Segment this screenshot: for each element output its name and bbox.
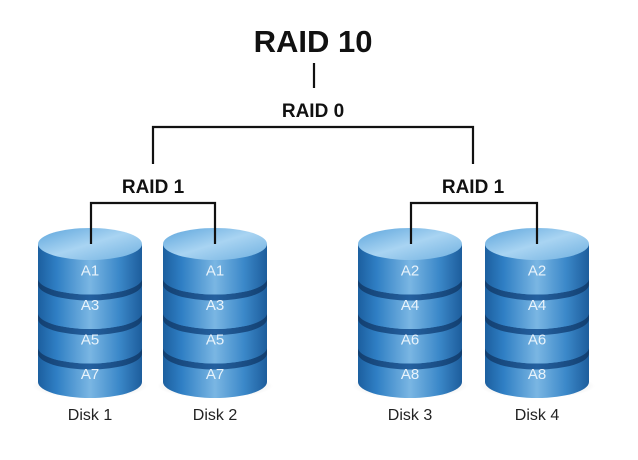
disk-groove xyxy=(38,347,142,370)
disk-name-label: Disk 4 xyxy=(515,407,560,424)
block-label: A1 xyxy=(81,262,99,279)
disk-name-label: Disk 1 xyxy=(68,407,113,424)
block-label: A8 xyxy=(401,366,419,383)
block-label: A3 xyxy=(206,297,224,314)
raid1-bracket-left xyxy=(89,201,217,244)
block-label: A4 xyxy=(401,297,419,314)
block-label: A6 xyxy=(528,331,546,348)
raid0-label: RAID 0 xyxy=(282,101,344,122)
raid1-bracket-right xyxy=(409,201,539,244)
disk-groove xyxy=(38,278,142,301)
block-label: A4 xyxy=(528,297,546,314)
disk-groove xyxy=(163,278,267,301)
disk-groove xyxy=(485,313,589,335)
raid1-label-left: RAID 1 xyxy=(122,177,185,198)
disk-groove xyxy=(163,313,267,335)
block-label: A3 xyxy=(81,297,99,314)
disk-groove xyxy=(358,313,462,335)
block-label: A2 xyxy=(528,262,546,279)
raid0-bracket xyxy=(151,125,475,164)
disk-groove xyxy=(358,278,463,301)
disk-groove xyxy=(485,278,589,301)
block-label: A2 xyxy=(401,262,419,279)
disk-name-label: Disk 3 xyxy=(388,407,433,424)
block-label: A7 xyxy=(81,366,99,383)
disk-groove xyxy=(358,347,463,370)
block-label: A8 xyxy=(528,366,546,383)
connector-lines xyxy=(151,63,475,164)
block-label: A1 xyxy=(206,262,224,279)
block-label: A5 xyxy=(206,331,224,348)
diagram-title: RAID 10 xyxy=(254,24,373,59)
raid1-label-right: RAID 1 xyxy=(442,177,505,198)
disk-groove xyxy=(163,347,267,370)
disk-groove xyxy=(38,313,142,335)
disk-groove xyxy=(485,347,589,370)
disk-name-label: Disk 2 xyxy=(193,407,238,424)
block-label: A7 xyxy=(206,366,224,383)
block-label: A5 xyxy=(81,331,99,348)
block-label: A6 xyxy=(401,331,419,348)
